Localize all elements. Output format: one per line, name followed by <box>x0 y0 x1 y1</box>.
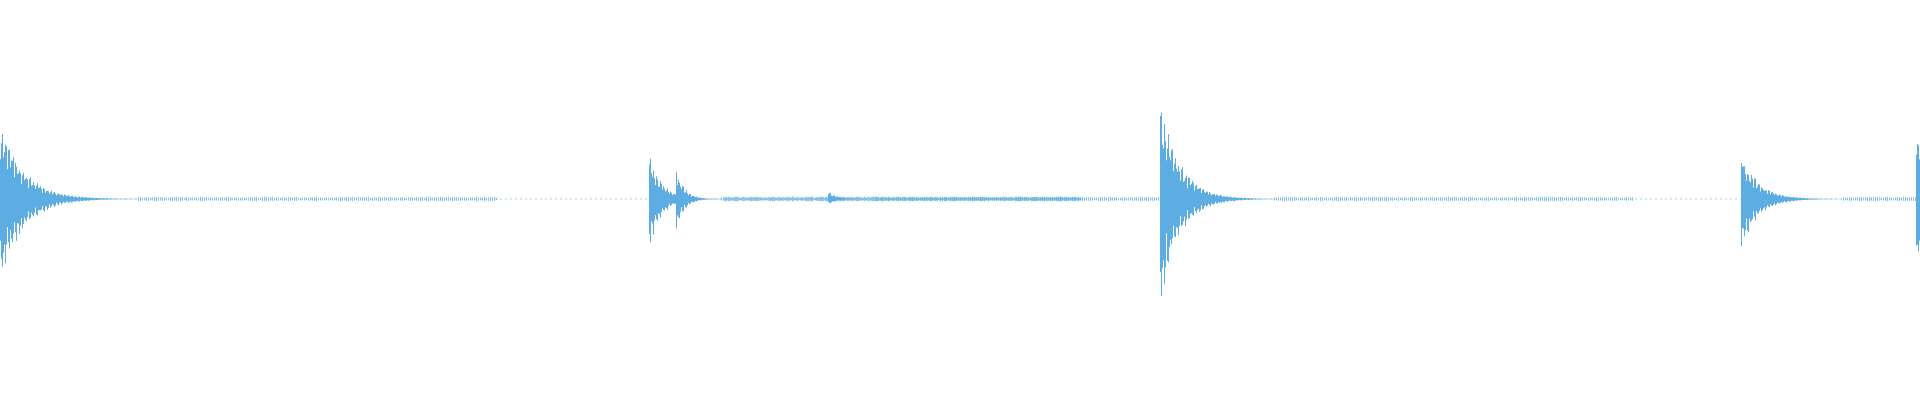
transient-burst <box>0 134 138 267</box>
transient-burst <box>1160 112 1274 296</box>
transient-tail <box>1843 196 1920 202</box>
transient-burst <box>676 171 724 229</box>
transient-tail <box>1274 196 1633 202</box>
transient-burst <box>1741 163 1843 246</box>
transient-burst <box>828 192 866 204</box>
transient-burst <box>1916 143 1920 251</box>
waveform-transients <box>0 112 1920 296</box>
transient-tail <box>138 196 497 202</box>
